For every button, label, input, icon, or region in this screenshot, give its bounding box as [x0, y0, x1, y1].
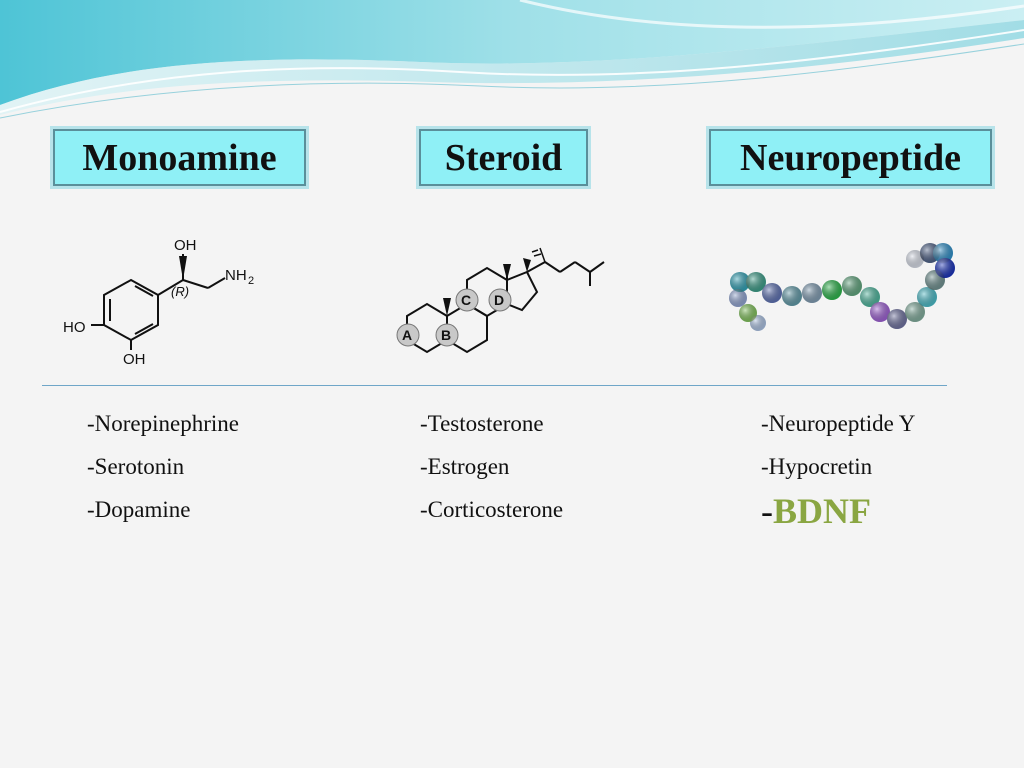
oh-top-label: OH	[174, 237, 197, 254]
steroid-skeleton-diagram: A B C D	[396, 247, 605, 354]
header-wave-decoration	[0, 0, 1024, 119]
norepinephrine-structure-diagram: OH NH 2 (R) HO OH	[63, 237, 254, 368]
list-item: -Testosterone	[420, 411, 544, 436]
monoamine-heading: Monoamine	[50, 126, 309, 189]
list-item: -Hypocretin	[761, 454, 873, 479]
bdnf-dash: -	[761, 491, 773, 531]
list-item: -Estrogen	[420, 454, 510, 479]
ring-d-label: D	[494, 292, 504, 308]
ho-left-label: HO	[63, 319, 86, 336]
section-divider	[42, 385, 947, 386]
stereo-label: (R)	[171, 284, 189, 299]
steroid-list: -Testosterone -Estrogen -Corticosterone	[420, 411, 563, 540]
bdnf-list-item: -BDNF	[761, 491, 915, 534]
steroid-heading: Steroid	[416, 126, 591, 189]
peptide-bead-chain-diagram	[729, 243, 955, 331]
list-item: -Neuropeptide Y	[761, 411, 916, 436]
nh2-subscript: 2	[248, 275, 254, 287]
neuropeptide-heading: Neuropeptide	[706, 126, 995, 189]
list-item: -Dopamine	[87, 497, 191, 522]
neuropeptide-list: -Neuropeptide Y -Hypocretin -BDNF	[761, 411, 915, 534]
oh-bottom-label: OH	[123, 351, 146, 368]
list-item: -Serotonin	[87, 454, 185, 479]
ring-b-label: B	[441, 327, 451, 343]
ring-a-label: A	[402, 327, 412, 343]
list-item: -Norepinephrine	[87, 411, 239, 436]
monoamine-list: -Norepinephrine -Serotonin -Dopamine	[87, 411, 239, 540]
ring-c-label: C	[461, 292, 471, 308]
list-item: -Corticosterone	[420, 497, 564, 522]
nh2-label: NH	[225, 267, 247, 284]
bdnf-label: BDNF	[773, 491, 871, 531]
